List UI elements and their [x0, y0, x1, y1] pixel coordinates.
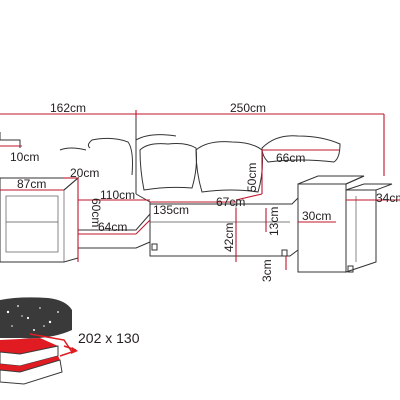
dimension-lines	[0, 110, 400, 270]
label-135: 135cm	[153, 203, 189, 217]
label-64: 64cm	[98, 220, 127, 234]
label-87: 87cm	[17, 177, 46, 191]
label-66: 66cm	[276, 151, 305, 165]
label-13: 13cm	[267, 207, 281, 236]
sofa-outline	[0, 114, 393, 273]
label-30: 30cm	[302, 209, 331, 223]
label-20: 20cm	[70, 166, 99, 180]
dimension-labels: 162cm 250cm 10cm 87cm 20cm 60cm 110cm 64…	[10, 101, 400, 282]
label-3: 3cm	[260, 259, 274, 282]
right-armrest	[297, 175, 393, 273]
label-34: 34cm	[376, 191, 400, 205]
label-10: 10cm	[10, 150, 39, 164]
label-50: 50cm	[245, 163, 259, 192]
label-110: 110cm	[100, 188, 135, 202]
back-cushions	[135, 134, 341, 193]
label-162: 162cm	[50, 101, 86, 115]
label-42: 42cm	[222, 223, 236, 252]
storage-box-icon	[0, 297, 72, 339]
label-250: 250cm	[230, 101, 266, 115]
label-67: 67cm	[216, 195, 245, 209]
bed-storage-icon	[0, 297, 78, 385]
bed-size-label: 202 x 130	[78, 330, 140, 346]
label-60: 60cm	[89, 198, 103, 227]
mattress-icon	[0, 338, 58, 354]
